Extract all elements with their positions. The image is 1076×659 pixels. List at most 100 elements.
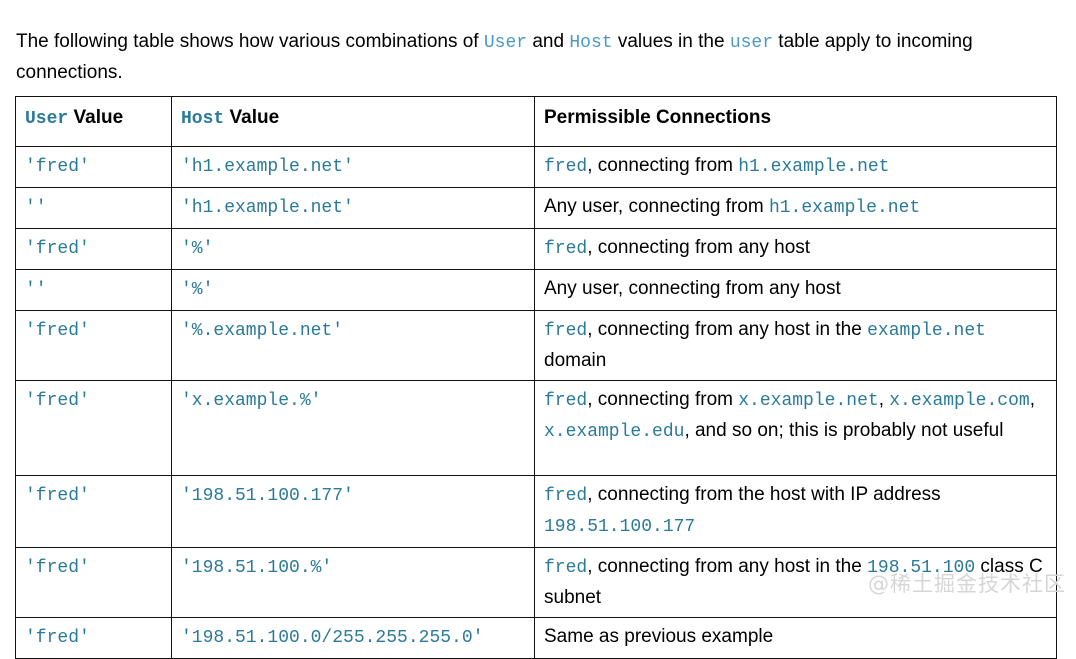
perm-text-fragment: , and so on; this is probably not useful bbox=[684, 420, 1004, 441]
perm-text-fragment: , connecting from any host bbox=[587, 237, 811, 258]
table-row: 'fred' '198.51.100.0/255.255.255.0' Same a… bbox=[15, 617, 1057, 659]
table-row: 'fred' '198.51.100.%' fred, connecting fro… bbox=[15, 547, 1057, 618]
perm-code-fragment: example.net bbox=[867, 321, 986, 341]
perm-text-fragment: , bbox=[878, 389, 890, 410]
perm-text-fragment: , bbox=[1029, 389, 1035, 410]
host-value-text: '%.example.net' bbox=[181, 321, 344, 341]
cell-host-value: '%' bbox=[171, 269, 535, 311]
intro-paragraph: The following table shows how various co… bbox=[16, 27, 1046, 88]
intro-text-1: The following table shows how various co… bbox=[16, 31, 484, 52]
perm-text-fragment: Same as previous example bbox=[544, 626, 774, 647]
intro-text-4: table apply to incoming connections. bbox=[16, 31, 973, 83]
perm-code-fragment: fred bbox=[544, 391, 588, 411]
cell-host-value: '%' bbox=[171, 228, 535, 270]
header-code-user: User bbox=[25, 109, 69, 129]
column-header-user-value: User Value bbox=[15, 96, 172, 147]
inline-code-user: User bbox=[483, 33, 528, 53]
header-plain-host: Value bbox=[224, 107, 280, 128]
cell-user-value: 'fred' bbox=[15, 475, 172, 548]
perm-code-fragment: fred bbox=[544, 321, 588, 341]
host-value-text: 'x.example.%' bbox=[181, 391, 322, 411]
table-row: 'fred' 'h1.example.net' fred, connecting f… bbox=[15, 146, 1057, 188]
cell-user-value: 'fred' bbox=[15, 547, 172, 618]
user-value-text: 'fred' bbox=[25, 486, 90, 506]
user-value-text: 'fred' bbox=[25, 628, 90, 648]
perm-code-fragment: fred bbox=[544, 239, 588, 259]
inline-code-host: Host bbox=[569, 33, 613, 53]
perm-text-fragment: , connecting from bbox=[587, 389, 739, 410]
column-header-host-value: Host Value bbox=[171, 96, 535, 147]
cell-user-value: 'fred' bbox=[15, 380, 172, 476]
host-value-text: '198.51.100.177' bbox=[181, 486, 354, 506]
cell-permissible-connections: Any user, connecting from h1.example.net bbox=[534, 187, 1057, 229]
table-row: 'fred' 'x.example.%' fred, connecting from… bbox=[15, 380, 1057, 476]
cell-user-value: 'fred' bbox=[15, 617, 172, 659]
cell-permissible-connections: fred, connecting from h1.example.net bbox=[534, 146, 1057, 188]
header-plain-user: Value bbox=[68, 107, 124, 128]
perm-text-fragment: , connecting from any host in the bbox=[587, 319, 868, 340]
cell-permissible-connections: Same as previous example bbox=[534, 617, 1057, 659]
host-value-text: '%' bbox=[181, 239, 214, 259]
inline-code-user-table: user bbox=[729, 33, 774, 53]
header-plain-permissible: Permissible Connections bbox=[544, 107, 772, 128]
perm-text-fragment: Any user, connecting from any host bbox=[544, 278, 841, 299]
host-value-text: '198.51.100.%' bbox=[181, 558, 333, 578]
perm-code-fragment: h1.example.net bbox=[738, 157, 890, 177]
perm-text-fragment: , connecting from any host in the bbox=[587, 556, 868, 577]
cell-user-value: 'fred' bbox=[15, 146, 172, 188]
column-header-permissible-connections: Permissible Connections bbox=[534, 96, 1057, 147]
cell-user-value: '' bbox=[15, 269, 172, 311]
user-value-text: 'fred' bbox=[25, 391, 90, 411]
perm-code-fragment: fred bbox=[544, 486, 588, 506]
perm-code-fragment: x.example.edu bbox=[544, 422, 685, 442]
perm-text-fragment: , connecting from the host with IP addre… bbox=[587, 484, 941, 505]
host-value-text: '198.51.100.0/255.255.255.0' bbox=[181, 628, 484, 648]
perm-code-fragment: x.example.net bbox=[738, 391, 879, 411]
table-row: 'fred' '%' fred, connecting from any host bbox=[15, 228, 1057, 270]
cell-host-value: '198.51.100.177' bbox=[171, 475, 535, 548]
perm-code-fragment: x.example.com bbox=[889, 391, 1030, 411]
cell-host-value: '198.51.100.%' bbox=[171, 547, 535, 618]
intro-text-2: and bbox=[527, 31, 570, 52]
table-row: 'fred' '198.51.100.177' fred, connecting f… bbox=[15, 475, 1057, 548]
perm-text-fragment: class C subnet bbox=[544, 556, 1043, 608]
cell-host-value: 'h1.example.net' bbox=[171, 146, 535, 188]
perm-text-fragment: Any user, connecting from bbox=[544, 196, 769, 217]
user-value-text: 'fred' bbox=[25, 558, 90, 578]
cell-host-value: '198.51.100.0/255.255.255.0' bbox=[171, 617, 535, 659]
user-value-text: 'fred' bbox=[25, 157, 90, 177]
user-value-text: 'fred' bbox=[25, 239, 90, 259]
cell-permissible-connections: fred, connecting from any host bbox=[534, 228, 1057, 270]
table-header-row: User Value Host Value Permissible Connec… bbox=[15, 96, 1057, 147]
permissible-connections-table: User Value Host Value Permissible Connec… bbox=[15, 96, 1057, 659]
perm-code-fragment: fred bbox=[544, 157, 588, 177]
perm-text-fragment: , connecting from bbox=[587, 155, 739, 176]
cell-host-value: 'h1.example.net' bbox=[171, 187, 535, 229]
user-value-text: '' bbox=[25, 198, 47, 218]
cell-permissible-connections: Any user, connecting from any host bbox=[534, 269, 1057, 311]
perm-code-fragment: 198.51.100 bbox=[867, 558, 976, 578]
cell-permissible-connections: fred, connecting from x.example.net, x.e… bbox=[534, 380, 1057, 476]
cell-host-value: 'x.example.%' bbox=[171, 380, 535, 476]
table-header: User Value Host Value Permissible Connec… bbox=[15, 96, 1057, 147]
cell-user-value: '' bbox=[15, 187, 172, 229]
table-body: 'fred''h1.example.net'fred, connecting f… bbox=[15, 146, 1057, 659]
header-code-host: Host bbox=[181, 109, 225, 129]
cell-user-value: 'fred' bbox=[15, 310, 172, 381]
cell-user-value: 'fred' bbox=[15, 228, 172, 270]
perm-code-fragment: h1.example.net bbox=[768, 198, 921, 218]
table-row: '' 'h1.example.net' Any user, connecting f… bbox=[15, 187, 1057, 229]
intro-text-3: values in the bbox=[612, 31, 730, 52]
perm-code-fragment: fred bbox=[544, 558, 588, 578]
perm-text-fragment: domain bbox=[544, 350, 607, 371]
cell-permissible-connections: fred, connecting from the host with IP a… bbox=[534, 475, 1057, 548]
host-value-text: 'h1.example.net' bbox=[181, 198, 354, 218]
cell-permissible-connections: fred, connecting from any host in the 19… bbox=[534, 547, 1057, 618]
host-value-text: 'h1.example.net' bbox=[181, 157, 354, 177]
user-value-text: '' bbox=[25, 280, 47, 300]
table-row: 'fred' '%.example.net' fred, connecting fr… bbox=[15, 310, 1057, 381]
table-row: '' '%' Any user, connecting from any host bbox=[15, 269, 1057, 311]
host-value-text: '%' bbox=[181, 280, 214, 300]
user-value-text: 'fred' bbox=[25, 321, 90, 341]
cell-permissible-connections: fred, connecting from any host in the ex… bbox=[534, 310, 1057, 381]
